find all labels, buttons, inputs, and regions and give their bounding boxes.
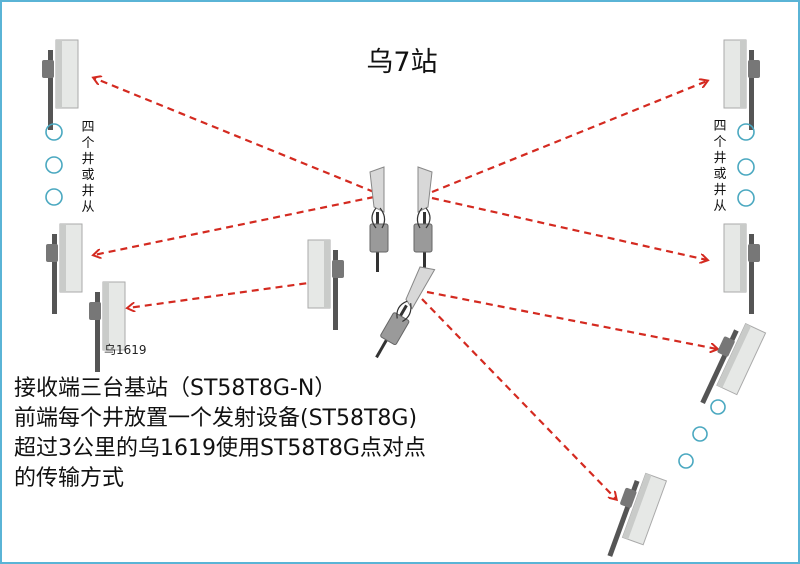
station-label: 乌1619 [104,343,147,357]
link-arrow-lower-right [426,290,717,349]
well-circle-icon [737,158,755,176]
well-circle-icon [45,188,63,206]
link-arrow-top-right [431,81,707,194]
well-circle-icon [678,453,694,469]
description-line: 超过3公里的乌1619使用ST58T8G点对点 [14,436,426,461]
description-line: 前端每个井放置一个发射设备(ST58T8G) [14,406,418,431]
description-line: 接收端三台基站（ST58T8G-N） [14,376,337,401]
grid-antenna-icon [413,166,433,273]
well-circle-icon [737,123,755,141]
grid-antenna-icon [369,262,439,364]
grid-antenna-icon [369,166,389,273]
left-wells-label: 四个井或井从 [81,120,95,215]
link-arrow-mid-right [431,196,707,260]
link-arrow-mid-left [94,195,375,255]
well-circle-icon [710,399,726,415]
link-arrow-1619 [128,278,331,308]
description-line: 的传输方式 [14,466,125,491]
panel-antenna-icon [723,223,761,315]
panel-antenna-icon [307,239,345,331]
link-arrow-top-left [94,78,375,194]
panel-antenna-icon [88,281,126,373]
well-circle-icon [45,123,63,141]
well-circle-icon [737,189,755,207]
well-circle-icon [45,156,63,174]
panel-antenna-icon [694,317,767,416]
well-circle-icon [692,426,708,442]
panel-antenna-icon [45,223,83,315]
panel-antenna-icon [601,468,667,562]
well-circles [45,123,755,469]
link-arrow-bottom [421,298,616,499]
links [94,78,717,499]
description: 接收端三台基站（ST58T8G-N） 前端每个井放置一个发射设备(ST58T8G… [14,374,426,494]
page-title: 乌7站 [366,47,438,78]
right-wells-label: 四个井或井从 [713,119,727,214]
